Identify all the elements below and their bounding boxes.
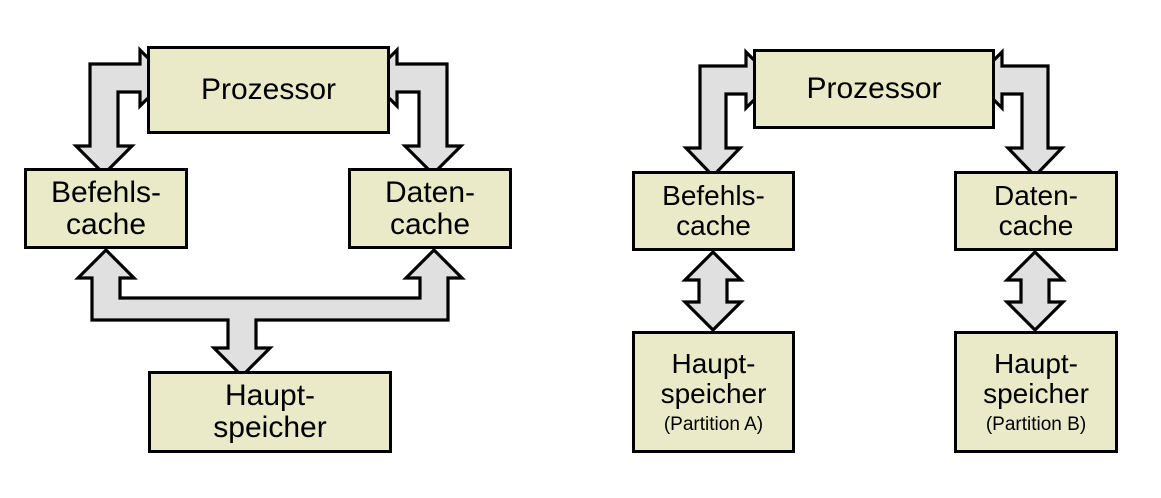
node-label: Haupt- speicher xyxy=(660,348,767,409)
node-label: Haupt- speicher xyxy=(213,379,327,444)
node-instruction-cache-left[interactable]: Befehls- cache xyxy=(24,168,188,249)
node-processor-right[interactable]: Prozessor xyxy=(753,49,995,129)
node-label: Haupt- speicher xyxy=(983,348,1089,409)
node-sublabel: (Partition B) xyxy=(985,413,1087,435)
node-label: Befehls- cache xyxy=(662,180,765,241)
node-label: Prozessor xyxy=(200,73,337,107)
node-instruction-cache-right[interactable]: Befehls- cache xyxy=(632,171,795,251)
node-label: Daten- cache xyxy=(384,175,476,241)
node-sublabel: (Partition A) xyxy=(663,413,764,435)
node-label: Daten- cache xyxy=(993,180,1079,241)
node-main-memory-partition-b[interactable]: Haupt- speicher (Partition B) xyxy=(954,331,1118,453)
node-main-memory-left[interactable]: Haupt- speicher xyxy=(148,371,392,453)
node-data-cache-right[interactable]: Daten- cache xyxy=(954,171,1118,251)
node-label: Prozessor xyxy=(806,72,942,106)
node-data-cache-left[interactable]: Daten- cache xyxy=(348,168,512,249)
node-label: Befehls- cache xyxy=(50,175,162,241)
node-main-memory-partition-a[interactable]: Haupt- speicher (Partition A) xyxy=(632,331,795,453)
node-processor-left[interactable]: Prozessor xyxy=(147,46,390,134)
